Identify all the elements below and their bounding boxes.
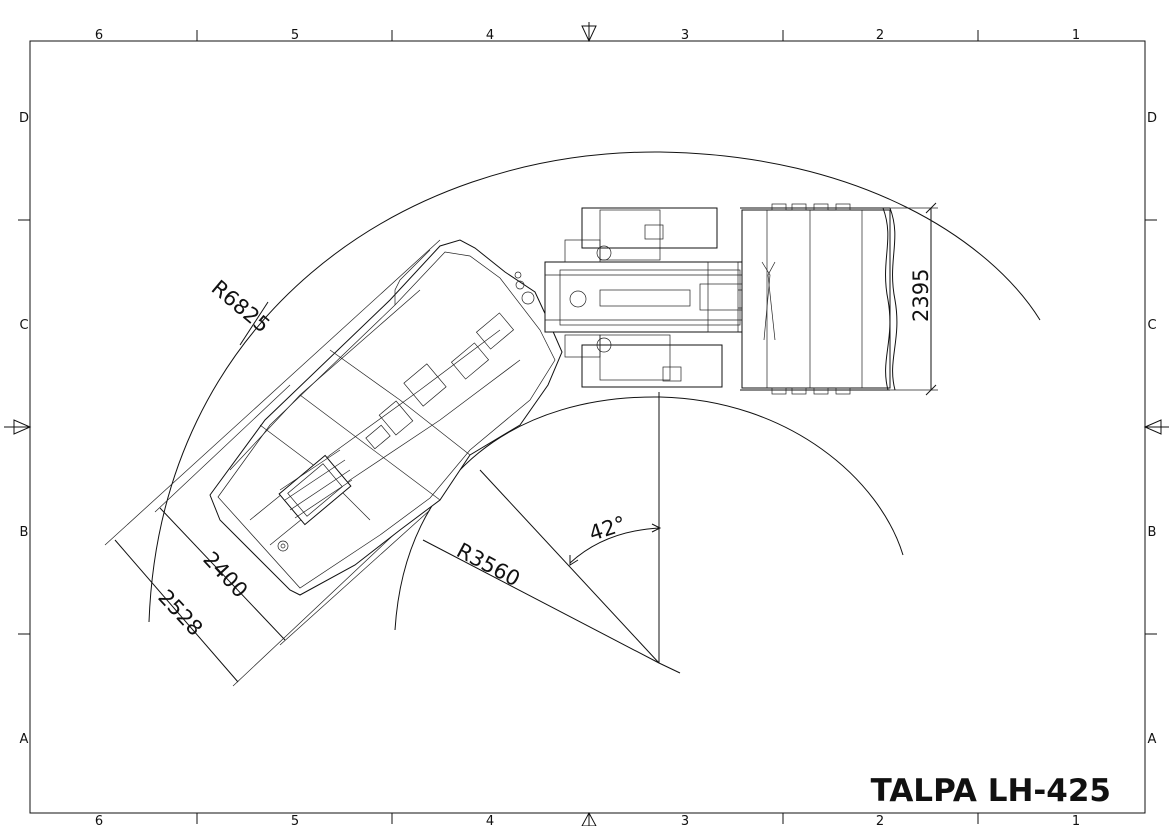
bucket xyxy=(740,203,898,395)
outer-turning-arc xyxy=(148,151,1041,623)
col-label: 6 xyxy=(95,814,103,826)
col-label: 3 xyxy=(681,28,689,43)
front-frame xyxy=(544,207,828,388)
inner-radius-label: R3560 xyxy=(453,538,524,591)
drawing-title: TALPA LH-425 xyxy=(871,773,1111,809)
row-label: C xyxy=(19,318,28,333)
col-label: 1 xyxy=(1072,814,1080,826)
col-label: 5 xyxy=(291,28,299,43)
row-label: A xyxy=(1148,732,1157,747)
row-labels-right: D C B A xyxy=(1147,111,1157,747)
right-center-mark xyxy=(1143,419,1169,435)
angle-label: 42° xyxy=(586,511,629,545)
front-width-dimension xyxy=(890,202,938,396)
col-label: 2 xyxy=(876,28,884,43)
row-label: C xyxy=(1147,318,1156,333)
row-labels-left: D C B A xyxy=(19,111,29,747)
outer-radius-leader xyxy=(239,301,269,346)
rear-inner-width-label: 2400 xyxy=(198,547,252,602)
col-label: 4 xyxy=(486,28,494,43)
row-label: D xyxy=(19,111,29,126)
pivot-lines xyxy=(239,301,681,674)
rear-frame xyxy=(209,239,563,596)
col-label: 6 xyxy=(95,28,103,43)
rear-outer-width-label: 2528 xyxy=(153,585,207,640)
row-label: A xyxy=(20,732,29,747)
col-label: 1 xyxy=(1072,28,1080,43)
row-ticks xyxy=(4,219,1169,635)
rear-width-dimensions xyxy=(104,239,441,687)
row-label: D xyxy=(1147,111,1157,126)
col-label: 3 xyxy=(681,814,689,826)
angle-arc xyxy=(569,527,660,564)
outer-radius-label: R6825 xyxy=(207,275,275,337)
column-labels-bottom: 6 5 4 3 2 1 xyxy=(95,814,1080,829)
left-center-mark xyxy=(4,419,32,435)
column-labels-top: 6 5 4 3 2 1 xyxy=(95,28,1080,43)
col-label: 5 xyxy=(291,814,299,826)
col-label: 2 xyxy=(876,814,884,826)
inner-turning-arc xyxy=(394,396,904,631)
front-width-label: 2395 xyxy=(909,269,933,322)
engine-block xyxy=(277,449,353,552)
bottom-center-mark xyxy=(581,811,597,827)
col-label: 4 xyxy=(486,814,494,826)
drawing-border xyxy=(29,40,1146,814)
row-label: B xyxy=(20,525,29,540)
row-label: B xyxy=(1148,525,1157,540)
top-center-mark xyxy=(581,22,597,43)
